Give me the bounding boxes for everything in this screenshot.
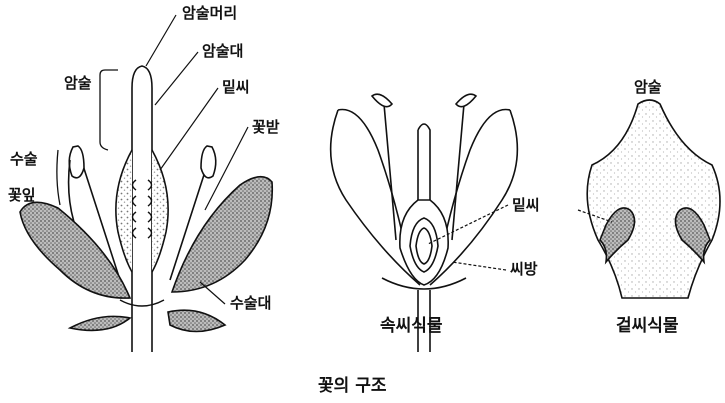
label-ovule-left: 밑씨 [222, 80, 250, 95]
label-stamen: 수술 [10, 152, 38, 167]
figure-caption: 꽃의 구조 [318, 378, 386, 395]
gymnosperm-title: 겉씨식물 [616, 318, 679, 335]
label-ovary: 씨방 [510, 262, 538, 277]
gymnosperm-scale [587, 100, 720, 298]
label-pistil-right: 암술 [634, 80, 662, 95]
label-stigma: 암술머리 [182, 6, 237, 21]
label-ovule-middle: 밑씨 [512, 198, 540, 213]
angiosperm-flower [331, 94, 518, 352]
label-petal: 꽃잎 [8, 188, 36, 203]
label-pistil-left: 암술 [64, 76, 92, 91]
label-style: 암술대 [202, 44, 243, 59]
ovule-marks [133, 180, 152, 238]
label-receptacle: 꽃받 [252, 120, 280, 135]
angiosperm-title: 속씨식물 [380, 318, 443, 335]
label-filament: 수술대 [230, 296, 271, 311]
